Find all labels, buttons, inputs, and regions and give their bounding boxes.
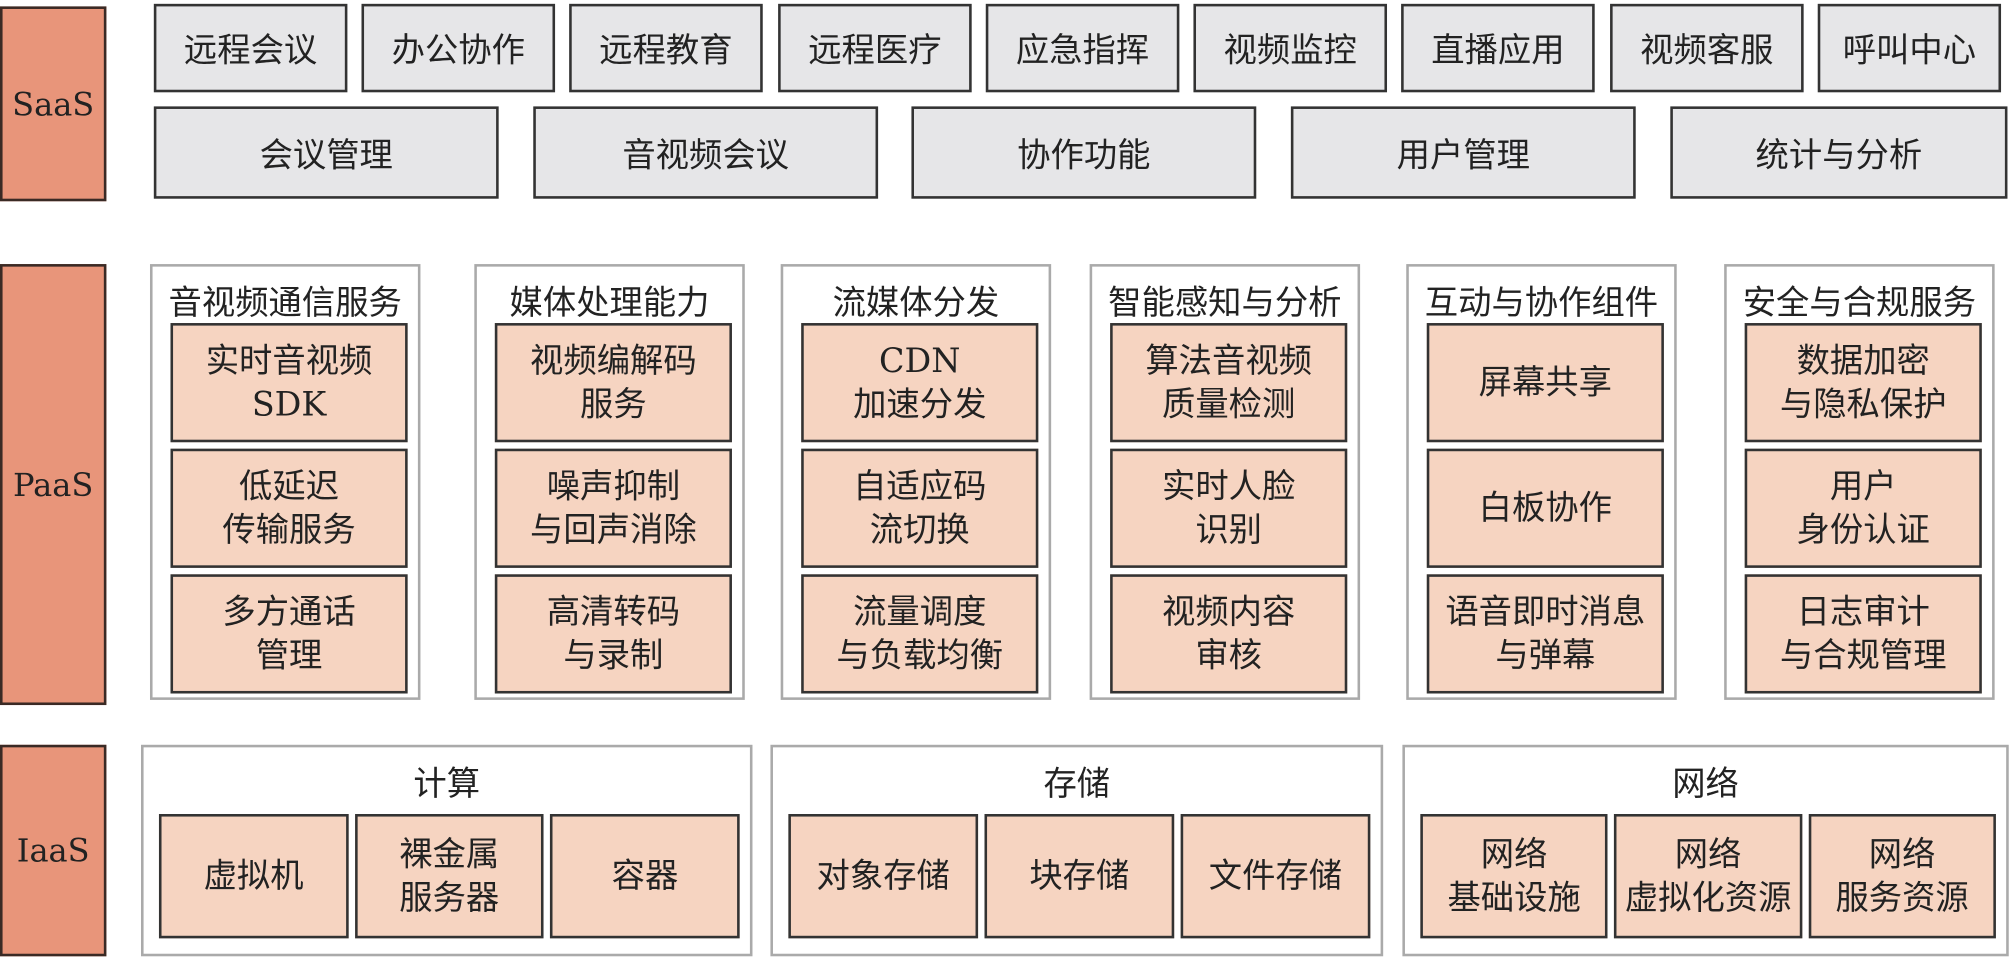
saas-app-box: 远程会议 xyxy=(153,3,348,93)
iaas-resource-box: 虚拟机 xyxy=(158,814,349,939)
saas-app-box: 应急指挥 xyxy=(985,3,1180,93)
paas-service-box: 实时人脸 识别 xyxy=(1110,448,1348,568)
saas-app-box: 视频客服 xyxy=(1610,3,1804,93)
layer-label-paas: PaaS xyxy=(0,264,107,706)
iaas-group: 网络网络 基础设施网络 虚拟化资源网络 服务资源 xyxy=(1402,744,2009,957)
iaas-group-title: 网络 xyxy=(1672,765,1739,804)
paas-service-box: 低延迟 传输服务 xyxy=(170,448,408,568)
layer-label-saas: SaaS xyxy=(0,6,107,202)
saas-app-box: 远程教育 xyxy=(569,3,763,93)
paas-group: 智能感知与分析算法音视频 质量检测实时人脸 识别视频内容 审核 xyxy=(1089,264,1361,700)
paas-service-box: 自适应码 流切换 xyxy=(801,448,1039,568)
paas-group-title: 音视频通信服务 xyxy=(168,284,402,324)
paas-service-box: 实时音视频 SDK xyxy=(170,323,408,443)
saas-app-box: 呼叫中心 xyxy=(1817,3,2002,93)
saas-app-box: 远程医疗 xyxy=(778,3,972,93)
paas-group-title: 媒体处理能力 xyxy=(509,284,710,324)
paas-service-box: 噪声抑制 与回声消除 xyxy=(494,448,732,568)
paas-service-box: 数据加密 与隐私保护 xyxy=(1744,323,1982,443)
iaas-group-title: 计算 xyxy=(413,765,481,804)
iaas-resource-box: 网络 基础设施 xyxy=(1420,814,1608,939)
paas-group-title: 安全与合规服务 xyxy=(1742,284,1977,324)
saas-function-box: 协作功能 xyxy=(911,106,1257,199)
paas-group: 媒体处理能力视频编解码 服务噪声抑制 与回声消除高清转码 与录制 xyxy=(474,264,745,700)
paas-service-box: 日志审计 与合规管理 xyxy=(1744,574,1982,694)
paas-service-box: 流量调度 与负载均衡 xyxy=(801,574,1039,694)
paas-service-box: 视频编解码 服务 xyxy=(494,323,732,443)
paas-service-box: 语音即时消息 与弹幕 xyxy=(1426,574,1664,694)
saas-app-box: 视频监控 xyxy=(1193,3,1388,93)
saas-app-box: 直播应用 xyxy=(1401,3,1595,93)
paas-service-box: 视频内容 审核 xyxy=(1110,574,1348,694)
iaas-group: 存储对象存储块存储文件存储 xyxy=(770,744,1384,957)
paas-service-box: 多方通话 管理 xyxy=(170,574,408,694)
layer-label-iaas: IaaS xyxy=(0,744,107,957)
paas-service-box: 算法音视频 质量检测 xyxy=(1110,323,1348,443)
iaas-resource-box: 块存储 xyxy=(984,814,1175,939)
saas-function-box: 用户管理 xyxy=(1290,106,1636,199)
iaas-resource-box: 网络 虚拟化资源 xyxy=(1614,814,1802,939)
paas-group: 安全与合规服务数据加密 与隐私保护用户 身份认证日志审计 与合规管理 xyxy=(1724,264,1995,700)
iaas-resource-box: 容器 xyxy=(550,814,740,939)
iaas-group: 计算虚拟机裸金属 服务器容器 xyxy=(141,744,753,957)
paas-service-box: CDN 加速分发 xyxy=(801,323,1039,443)
iaas-group-title: 存储 xyxy=(1043,765,1111,804)
paas-group-title: 流媒体分发 xyxy=(832,284,1000,324)
saas-function-box: 统计与分析 xyxy=(1670,106,2008,199)
paas-group: 互动与协作组件屏幕共享白板协作语音即时消息 与弹幕 xyxy=(1406,264,1677,700)
paas-group-title: 互动与协作组件 xyxy=(1424,284,1659,324)
paas-service-box: 高清转码 与录制 xyxy=(494,574,732,694)
iaas-resource-box: 网络 服务资源 xyxy=(1808,814,1996,939)
paas-service-box: 白板协作 xyxy=(1426,448,1664,568)
paas-service-box: 屏幕共享 xyxy=(1426,323,1664,443)
paas-service-box: 用户 身份认证 xyxy=(1744,448,1982,568)
iaas-resource-box: 对象存储 xyxy=(788,814,979,939)
iaas-resource-box: 文件存储 xyxy=(1180,814,1371,939)
saas-function-box: 会议管理 xyxy=(153,106,499,199)
saas-app-box: 办公协作 xyxy=(361,3,556,93)
iaas-resource-box: 裸金属 服务器 xyxy=(354,814,544,939)
saas-function-box: 音视频会议 xyxy=(533,106,879,199)
paas-group-title: 智能感知与分析 xyxy=(1108,284,1342,324)
